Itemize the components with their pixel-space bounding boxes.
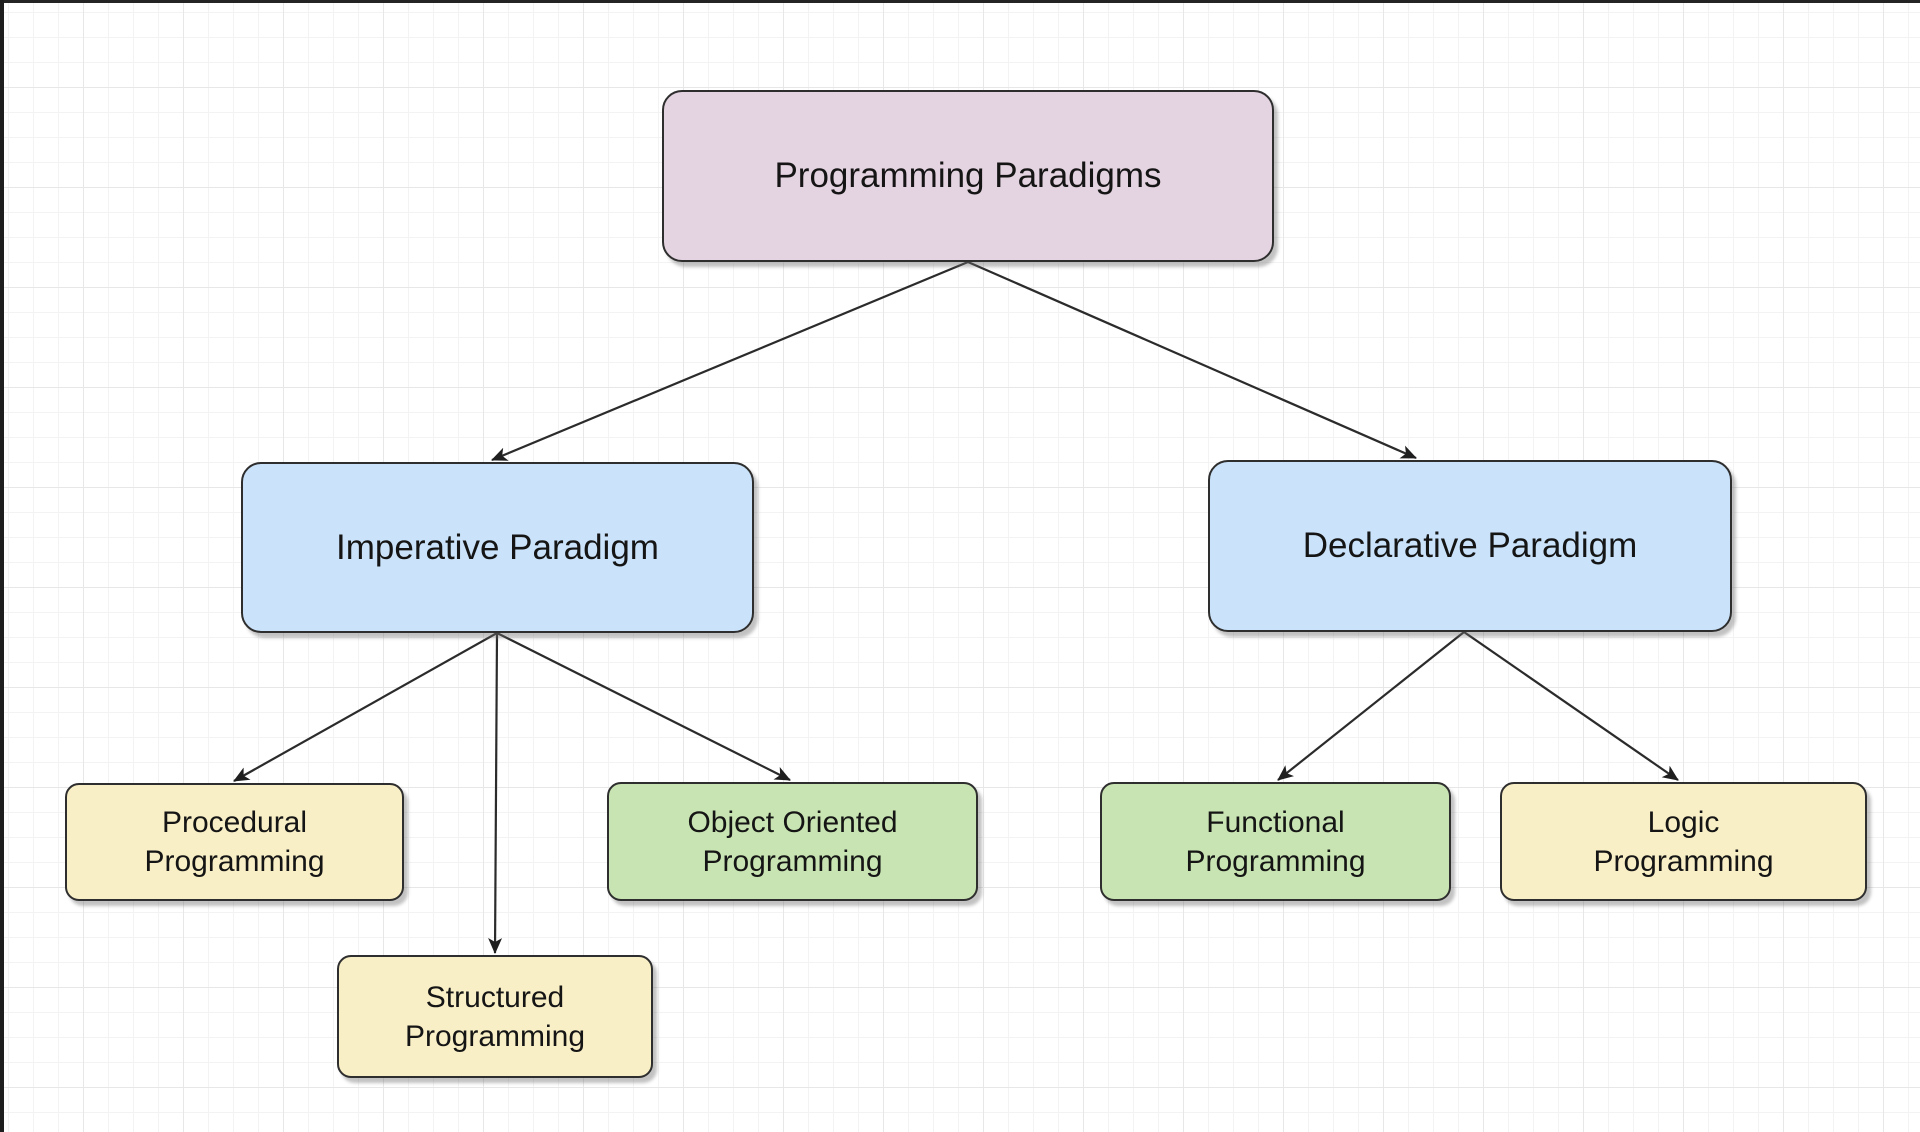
node-logic-programming-label: Logic Programming bbox=[1593, 805, 1774, 878]
edge-imperative-structured bbox=[488, 632, 503, 954]
edge-imperative-oop bbox=[496, 632, 791, 781]
node-programming-paradigms[interactable]: Programming Paradigms bbox=[662, 90, 1274, 262]
edge-declarative-logic bbox=[1463, 631, 1679, 781]
node-imperative-paradigm-label: Imperative Paradigm bbox=[336, 527, 659, 567]
node-structured-programming-label: Structured Programming bbox=[404, 980, 586, 1053]
node-logic-programming[interactable]: Logic Programming bbox=[1500, 782, 1867, 901]
node-programming-paradigms-label: Programming Paradigms bbox=[774, 156, 1162, 195]
node-structured-programming[interactable]: Structured Programming bbox=[337, 955, 653, 1078]
canvas-top-border bbox=[0, 0, 1920, 3]
edge-imperative-procedural bbox=[233, 632, 498, 782]
node-functional-programming[interactable]: Functional Programming bbox=[1100, 782, 1451, 901]
edge-declarative-functional bbox=[1277, 631, 1465, 781]
node-object-oriented-programming[interactable]: Object Oriented Programming bbox=[607, 782, 978, 901]
node-declarative-paradigm[interactable]: Declarative Paradigm bbox=[1208, 460, 1732, 632]
node-procedural-programming[interactable]: Procedural Programming bbox=[65, 783, 404, 901]
edge-root-imperative bbox=[491, 260, 969, 462]
canvas-left-border bbox=[0, 0, 4, 1132]
node-functional-programming-label: Functional Programming bbox=[1185, 805, 1366, 878]
node-object-oriented-programming-label: Object Oriented Programming bbox=[687, 805, 898, 878]
node-declarative-paradigm-label: Declarative Paradigm bbox=[1302, 526, 1638, 565]
edge-root-declarative bbox=[967, 260, 1417, 460]
node-procedural-programming-label: Procedural Programming bbox=[144, 806, 325, 878]
node-imperative-paradigm[interactable]: Imperative Paradigm bbox=[241, 462, 754, 633]
